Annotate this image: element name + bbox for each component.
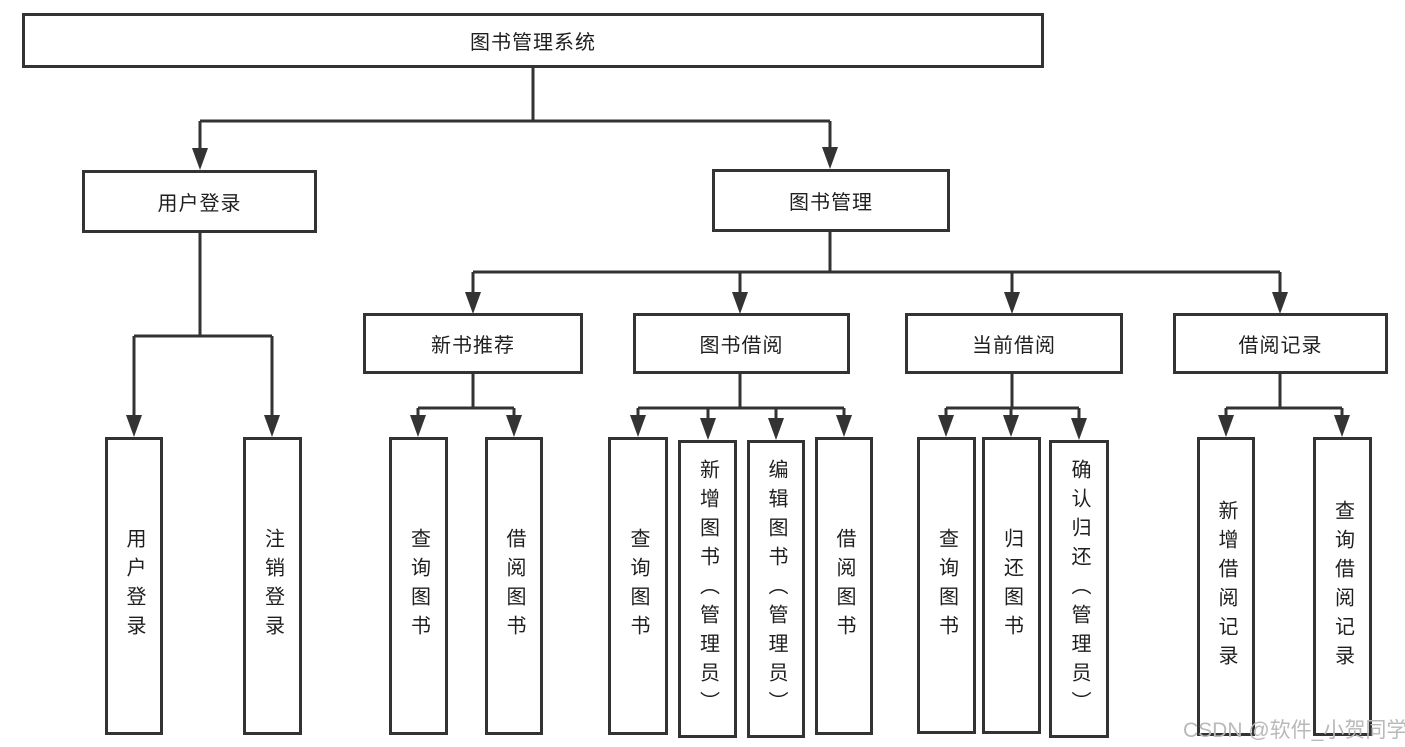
arrowheads <box>126 147 1350 440</box>
connector-lines <box>132 68 1344 420</box>
node-leaf-return-books: 归还图书 <box>982 437 1041 734</box>
node-leaf-user-login-label: 用户登录 <box>123 528 145 644</box>
arrowheads-user-login-leaves <box>126 415 280 437</box>
node-new-book-recommend-label: 新书推荐 <box>431 335 515 357</box>
node-leaf-logout: 注销登录 <box>243 437 302 735</box>
arrowheads-level3 <box>465 292 1288 314</box>
node-leaf-recommend-query-books-label: 查询图书 <box>407 528 430 644</box>
node-book-management: 图书管理 <box>712 169 950 232</box>
node-leaf-add-borrow-record-label: 新增借阅记录 <box>1215 499 1237 674</box>
node-current-borrowing: 当前借阅 <box>905 313 1123 374</box>
connector-user-login-to-leaves <box>132 233 274 417</box>
node-leaf-current-query-books: 查询图书 <box>917 437 976 734</box>
node-user-login: 用户登录 <box>82 170 317 233</box>
connector-new-book-to-leaves <box>416 374 516 417</box>
node-leaf-add-borrow-record: 新增借阅记录 <box>1197 437 1255 736</box>
node-new-book-recommend: 新书推荐 <box>363 313 583 374</box>
node-library-system: 图书管理系统 <box>22 13 1044 68</box>
node-leaf-borrowing-query-books-label: 查询图书 <box>627 528 649 644</box>
node-current-borrowing-label: 当前借阅 <box>972 335 1056 357</box>
arrowheads-level2 <box>192 147 838 170</box>
node-leaf-confirm-return-admin-label: 确认归还（管理员） <box>1068 458 1090 720</box>
node-leaf-query-borrow-record-label: 查询借阅记录 <box>1331 499 1354 674</box>
node-leaf-edit-books-admin-label: 编辑图书（管理员） <box>765 458 787 720</box>
node-user-login-label: 用户登录 <box>157 193 242 215</box>
node-leaf-recommend-borrow-books: 借阅图书 <box>485 437 543 735</box>
node-leaf-recommend-query-books: 查询图书 <box>389 437 448 735</box>
node-leaf-borrowing-borrow-books-label: 借阅图书 <box>833 528 855 644</box>
arrowheads-current-borrow-leaves <box>938 415 1087 440</box>
node-leaf-current-query-books-label: 查询图书 <box>935 527 958 644</box>
node-library-system-label: 图书管理系统 <box>470 32 596 54</box>
connector-current-borrow-to-leaves <box>944 374 1081 420</box>
node-book-borrowing: 图书借阅 <box>633 313 850 374</box>
node-leaf-user-login: 用户登录 <box>105 437 163 735</box>
node-leaf-borrowing-query-books: 查询图书 <box>608 437 668 735</box>
connector-root-to-level2 <box>198 68 832 150</box>
node-leaf-confirm-return-admin: 确认归还（管理员） <box>1049 440 1109 738</box>
node-leaf-add-books-admin: 新增图书（管理员） <box>678 440 737 738</box>
node-borrow-records-label: 借阅记录 <box>1238 335 1323 357</box>
node-leaf-add-books-admin-label: 新增图书（管理员） <box>696 458 719 720</box>
node-borrow-records: 借阅记录 <box>1173 313 1388 374</box>
node-leaf-query-borrow-record: 查询借阅记录 <box>1313 437 1372 736</box>
node-leaf-recommend-borrow-books-label: 借阅图书 <box>503 528 525 644</box>
connector-book-borrow-to-leaves <box>636 374 846 420</box>
node-leaf-edit-books-admin: 编辑图书（管理员） <box>747 440 805 738</box>
connector-borrow-records-to-leaves <box>1224 374 1344 417</box>
node-leaf-return-books-label: 归还图书 <box>1000 527 1023 644</box>
node-leaf-logout-label: 注销登录 <box>261 528 284 644</box>
connector-book-mgmt-to-level3 <box>471 232 1282 294</box>
node-book-borrowing-label: 图书借阅 <box>699 335 784 357</box>
node-leaf-borrowing-borrow-books: 借阅图书 <box>815 437 873 735</box>
arrowheads-new-book-leaves <box>410 415 522 437</box>
watermark: CSDN @软件_小贺同学 <box>1183 719 1405 742</box>
arrowheads-borrow-records-leaves <box>1218 415 1350 437</box>
node-book-management-label: 图书管理 <box>789 192 873 214</box>
